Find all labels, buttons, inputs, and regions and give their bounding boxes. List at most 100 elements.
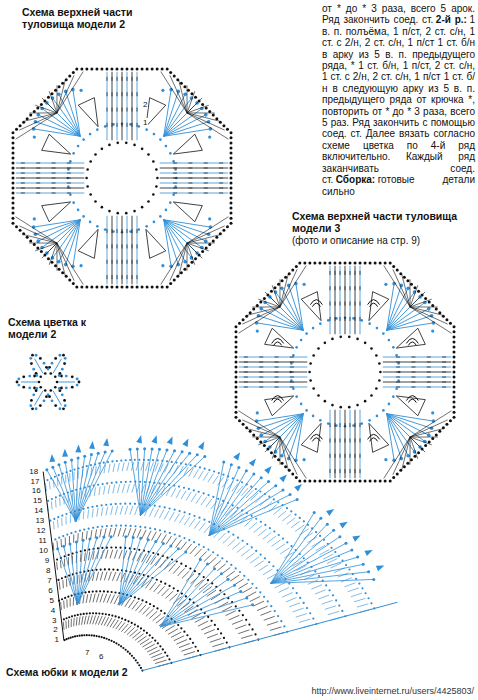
stitch-stroke <box>383 382 451 383</box>
stitch-stroke <box>250 596 260 601</box>
chain-dot <box>239 571 241 573</box>
chain-dot <box>134 624 136 626</box>
chain-dot <box>166 67 169 70</box>
chain-dot <box>204 113 208 117</box>
chain-dot <box>234 411 237 414</box>
stitch-stroke <box>65 621 66 629</box>
stitch-stroke <box>160 193 228 194</box>
stitch-stroke <box>229 615 240 620</box>
chain-dot <box>230 222 233 225</box>
chain-dot <box>107 461 109 463</box>
chain-dot <box>251 583 253 585</box>
stitch-stroke <box>21 178 25 179</box>
chain-dot <box>268 561 270 563</box>
chain-dot <box>160 610 162 612</box>
chain-dot <box>118 616 120 618</box>
stitch-stroke <box>204 629 215 633</box>
chain-dot <box>169 71 172 74</box>
chain-dot <box>95 612 97 614</box>
chain-dot <box>328 261 331 264</box>
chain-dot <box>85 67 88 70</box>
chain-dot <box>309 362 312 365</box>
chain-dot <box>49 389 52 392</box>
stitch-stroke <box>330 317 331 321</box>
chain-dot <box>277 458 280 461</box>
stitch-stroke <box>127 72 128 140</box>
stitch-stroke <box>61 539 62 547</box>
chain-dot <box>60 387 63 390</box>
stitch-stroke <box>301 445 317 453</box>
chain-dot <box>86 185 89 188</box>
stitch-stroke <box>58 549 78 605</box>
chain-dot <box>136 662 138 664</box>
stitch-stroke <box>107 77 108 81</box>
stitch-stroke <box>411 382 415 383</box>
stitch-stroke <box>195 549 202 557</box>
chain-dot <box>263 596 265 598</box>
chain-dot <box>125 212 128 215</box>
chain-dot <box>29 114 32 117</box>
chain-dot <box>185 463 187 465</box>
stitch-stroke <box>146 609 154 616</box>
stitch-stroke <box>128 528 131 537</box>
chain-dot <box>165 145 168 148</box>
chain-dot <box>396 269 399 272</box>
chain-dot <box>80 264 83 267</box>
chain-dot <box>368 322 371 325</box>
chain-dot <box>56 381 59 384</box>
stitch-stroke <box>187 243 202 258</box>
chain-dot <box>39 375 42 378</box>
chain-dot <box>129 459 131 461</box>
chain-dot <box>110 546 112 548</box>
stitch-stroke <box>184 517 190 525</box>
chain-dot <box>188 488 190 490</box>
stitch-stroke <box>315 590 326 594</box>
stitch-stroke <box>159 510 163 519</box>
chain-dot <box>159 505 161 507</box>
stitch-stroke <box>117 92 118 96</box>
chain-dot <box>234 335 237 338</box>
stitch-stroke <box>244 362 248 363</box>
chain-dot <box>134 503 136 505</box>
chain-dot <box>198 543 200 545</box>
stitch-stroke <box>275 583 285 588</box>
chain-dot <box>453 411 456 414</box>
stitch-stroke <box>160 168 228 169</box>
stitch-stroke <box>77 537 103 604</box>
chain-dot <box>166 460 168 462</box>
chain-dot <box>15 128 18 131</box>
stitch-stroke <box>410 307 451 333</box>
chain-dot <box>392 346 395 349</box>
stitch-stroke <box>204 173 208 174</box>
stitch-stroke <box>383 387 451 388</box>
chain-dot <box>359 480 362 483</box>
chain-dot <box>205 246 208 249</box>
chain-dot <box>208 136 211 139</box>
stitch-stroke <box>132 631 140 638</box>
stitch-stroke <box>264 501 272 508</box>
chain-dot <box>77 209 80 212</box>
chain-dot <box>130 525 132 527</box>
chain-dot <box>69 193 72 196</box>
stitch-stroke <box>184 652 195 655</box>
stitch-stroke <box>355 302 356 306</box>
chain-dot <box>174 185 177 188</box>
stitch-stroke <box>274 399 282 403</box>
chain-dot <box>406 454 410 458</box>
stitch-stroke <box>275 357 279 358</box>
stitch-stroke <box>132 216 133 284</box>
stitch-stroke <box>265 396 294 400</box>
chain-dot <box>190 261 193 264</box>
stitch-stroke <box>345 423 346 427</box>
stitch-stroke <box>280 548 289 554</box>
stitch-stroke <box>345 410 346 478</box>
stitch-stroke <box>173 168 177 169</box>
chain-dot <box>69 470 71 472</box>
chain-dot <box>319 322 322 325</box>
chain-dot <box>100 286 103 289</box>
chain-dot <box>230 146 233 149</box>
chain-dot <box>97 484 99 486</box>
stitch-stroke <box>225 611 235 616</box>
stitch-stroke <box>340 454 341 458</box>
chain-dot <box>33 217 36 220</box>
